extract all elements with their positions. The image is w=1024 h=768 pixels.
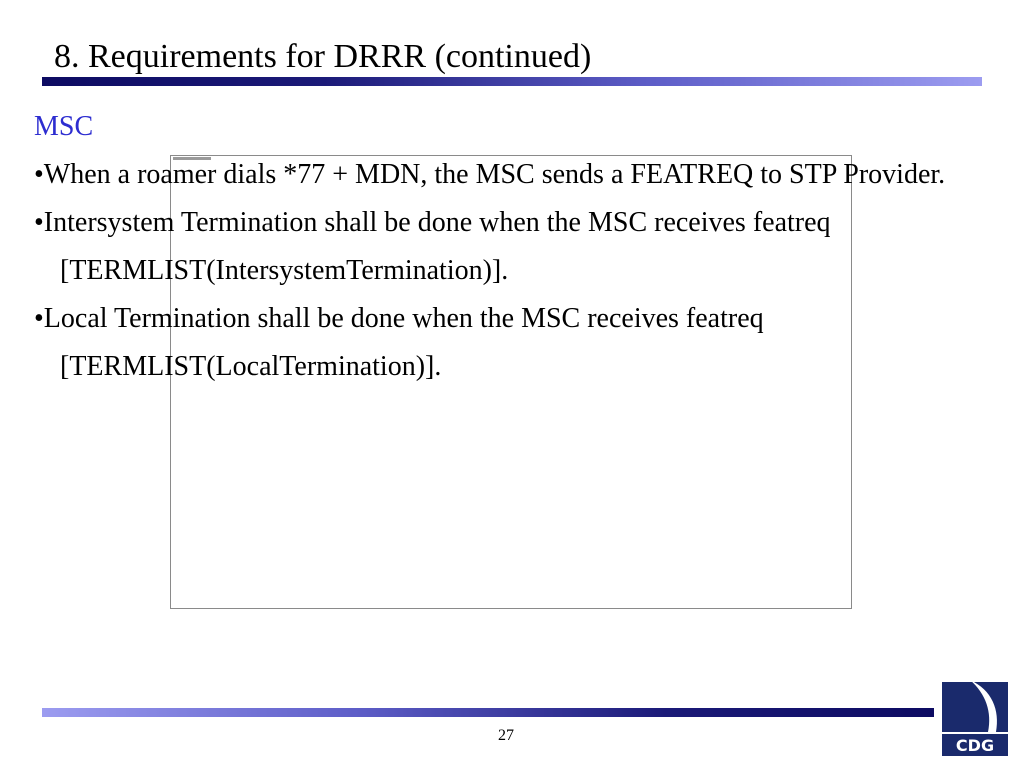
footer-bar [42,708,934,717]
cdg-logo: CDG [942,680,1008,756]
bullet-item: •When a roamer dials *77 + MDN, the MSC … [34,159,946,190]
bullet-item: •Intersystem Termination shall be done w… [34,207,831,238]
bullet-continuation: [TERMLIST(LocalTermination)]. [60,351,442,382]
logo-text: CDG [956,736,994,755]
frame-caption-mark [173,157,211,160]
title-underline-bar [42,77,982,86]
embedded-object-frame [170,155,852,609]
section-heading: MSC [34,111,94,142]
slide-body: MSC •When a roamer dials *77 + MDN, the … [34,108,974,396]
bullet-continuation: [TERMLIST(IntersystemTermination)]. [60,255,509,286]
bullet-item: •Local Termination shall be done when th… [34,303,764,334]
page-number: 27 [498,727,514,744]
slide-title: 8. Requirements for DRRR (continued) [54,38,592,75]
